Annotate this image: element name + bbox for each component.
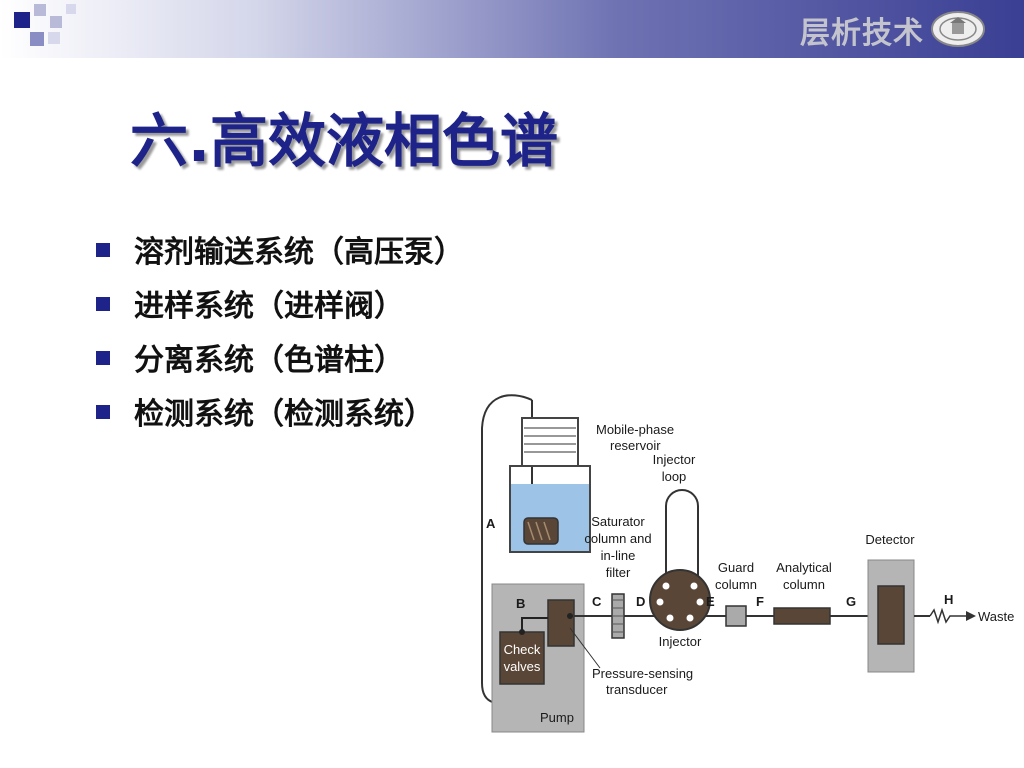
- label-sat-2: column and: [584, 531, 651, 546]
- transducer-leader: [569, 627, 601, 669]
- bullet-square-icon: [96, 351, 110, 365]
- list-item: 溶剂输送系统（高压泵）: [96, 230, 464, 284]
- pump-internal-tube: [521, 617, 548, 632]
- waste-resistor-line: [929, 607, 966, 625]
- header-band: [0, 0, 1024, 58]
- analytical-column: [773, 607, 831, 625]
- bullet-square-icon: [96, 405, 110, 419]
- label-reservoir-1: Mobile-phase: [596, 422, 674, 437]
- bullet-square-icon: [96, 297, 110, 311]
- label-detector: Detector: [865, 532, 915, 547]
- label-c: C: [592, 594, 602, 609]
- label-pressure-2: transducer: [606, 682, 668, 697]
- label-sat-4: filter: [606, 565, 631, 580]
- label-guard-2: column: [715, 577, 757, 592]
- pump-head: [547, 599, 575, 647]
- label-waste: Waste: [978, 609, 1014, 624]
- corner-square-4: [30, 32, 44, 46]
- bullet-text: 检测系统（检测系统）: [134, 397, 434, 432]
- label-analytical-1: Analytical: [776, 560, 832, 575]
- injector-loop: [665, 489, 699, 588]
- label-e: E: [706, 594, 715, 609]
- list-item: 进样系统（进样阀）: [96, 284, 464, 338]
- header-title: 层析技术: [800, 16, 924, 51]
- mobile-phase-reservoir: [509, 417, 591, 553]
- bullet-text: 溶剂输送系统（高压泵）: [134, 235, 464, 270]
- list-item: 检测系统（检测系统）: [96, 392, 464, 446]
- label-d: D: [636, 594, 645, 609]
- corner-square-1: [14, 12, 30, 28]
- label-sat-1: Saturator: [591, 514, 645, 529]
- label-check-1: Check: [504, 642, 541, 657]
- label-h: H: [944, 592, 953, 607]
- bullet-square-icon: [96, 243, 110, 257]
- label-analytical-2: column: [783, 577, 825, 592]
- page-title: 六.高效液相色谱: [130, 107, 559, 175]
- guard-column: [725, 605, 747, 627]
- label-b: B: [516, 596, 525, 611]
- label-g: G: [846, 594, 856, 609]
- label-loop-2: loop: [662, 469, 687, 484]
- detector-cell: [877, 585, 905, 645]
- bullet-text: 进样系统（进样阀）: [134, 289, 404, 324]
- waste-arrow-icon: [966, 611, 976, 621]
- corner-square-5: [48, 32, 60, 44]
- bullet-text: 分离系统（色谱柱）: [134, 343, 404, 378]
- label-guard-1: Guard: [718, 560, 754, 575]
- bullet-list: 溶剂输送系统（高压泵） 进样系统（进样阀） 分离系统（色谱柱） 检测系统（检测系…: [96, 230, 464, 446]
- label-loop-1: Injector: [653, 452, 696, 467]
- label-sat-3: in-line: [601, 548, 636, 563]
- label-check-2: valves: [504, 659, 541, 674]
- corner-square-2: [34, 4, 46, 16]
- check-valves-block: [499, 631, 545, 685]
- list-item: 分离系统（色谱柱）: [96, 338, 464, 392]
- label-pressure-1: Pressure-sensing: [592, 666, 693, 681]
- corner-square-6: [66, 4, 76, 14]
- label-f: F: [756, 594, 764, 609]
- label-injector: Injector: [659, 634, 702, 649]
- university-seal-icon: [931, 11, 985, 47]
- hplc-diagram: Mobile-phase reservoir A B Check valves …: [481, 394, 1014, 733]
- label-reservoir-2: reservoir: [610, 438, 661, 453]
- corner-square-3: [50, 16, 62, 28]
- label-a: A: [486, 516, 496, 531]
- label-pump: Pump: [540, 710, 574, 725]
